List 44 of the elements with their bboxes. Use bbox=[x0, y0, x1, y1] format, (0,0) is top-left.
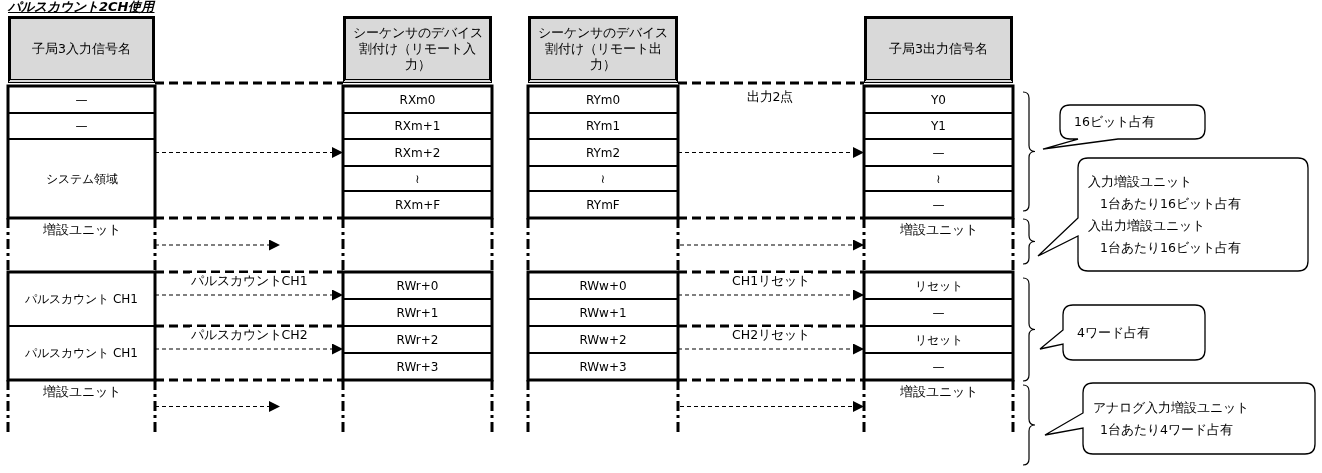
table-cell: ≀ bbox=[343, 166, 492, 191]
dashed-arrow bbox=[154, 239, 281, 251]
table-cell: RYm2 bbox=[528, 139, 678, 166]
table-cell: — bbox=[864, 299, 1013, 326]
callout: アナログ入力増設ユニット 1台あたり4ワード占有 bbox=[1043, 381, 1317, 456]
table-cell: — bbox=[8, 113, 155, 139]
header-cell: シーケンサのデバイス割付け（リモート出力） bbox=[528, 16, 678, 83]
table-cell: RXm+1 bbox=[343, 113, 492, 139]
callout: 16ビット占有 bbox=[1041, 103, 1207, 151]
dashed-arrow bbox=[154, 343, 344, 355]
callout: 入力増設ユニット 1台あたり16ビット占有 入出力増設ユニット 1台あたり16ビット占有 bbox=[1036, 156, 1310, 273]
header-cell: シーケンサのデバイス割付け（リモート入力） bbox=[343, 16, 492, 83]
table-cell: ≀ bbox=[528, 166, 678, 191]
dashed-arrow bbox=[677, 289, 865, 301]
table-cell: 増設ユニット bbox=[864, 380, 1013, 433]
text-label: 出力2点 bbox=[745, 89, 795, 104]
dashed-arrow bbox=[154, 401, 281, 412]
table-cell: 増設ユニット bbox=[8, 218, 155, 272]
edge-label: CH2リセット bbox=[731, 327, 812, 342]
table-cell: Y1 bbox=[864, 113, 1013, 139]
table-cell: ≀ bbox=[864, 166, 1013, 191]
header-cell: 子局3出力信号名 bbox=[864, 16, 1013, 83]
edge-label: パルスカウントCH1 bbox=[189, 273, 309, 288]
edge-label: CH1リセット bbox=[731, 273, 812, 288]
table-cell: RWr+1 bbox=[343, 299, 492, 326]
table-cell: — bbox=[864, 139, 1013, 166]
table-cell: RWw+1 bbox=[528, 299, 678, 326]
table-cell: 増設ユニット bbox=[864, 218, 1013, 272]
dashed-arrow bbox=[154, 289, 344, 301]
dashed-arrow bbox=[677, 343, 865, 355]
dashed-arrow bbox=[679, 239, 865, 251]
dashed-arrow bbox=[154, 147, 344, 158]
table-cell: リセット bbox=[864, 326, 1013, 353]
dashed-arrow bbox=[677, 147, 865, 158]
title: パルスカウント2CH使用 bbox=[8, 0, 155, 14]
edge-label: パルスカウントCH2 bbox=[189, 327, 309, 342]
table-cell: RYm1 bbox=[528, 113, 678, 139]
table-cell: 増設ユニット bbox=[8, 380, 155, 433]
header-cell: 子局3入力信号名 bbox=[8, 16, 155, 83]
table-cell: RWr+2 bbox=[343, 326, 492, 353]
table-cell: RXm+2 bbox=[343, 139, 492, 166]
table-cell: RWw+2 bbox=[528, 326, 678, 353]
callout: 4ワード占有 bbox=[1038, 303, 1207, 362]
dashed-arrow bbox=[679, 401, 865, 412]
